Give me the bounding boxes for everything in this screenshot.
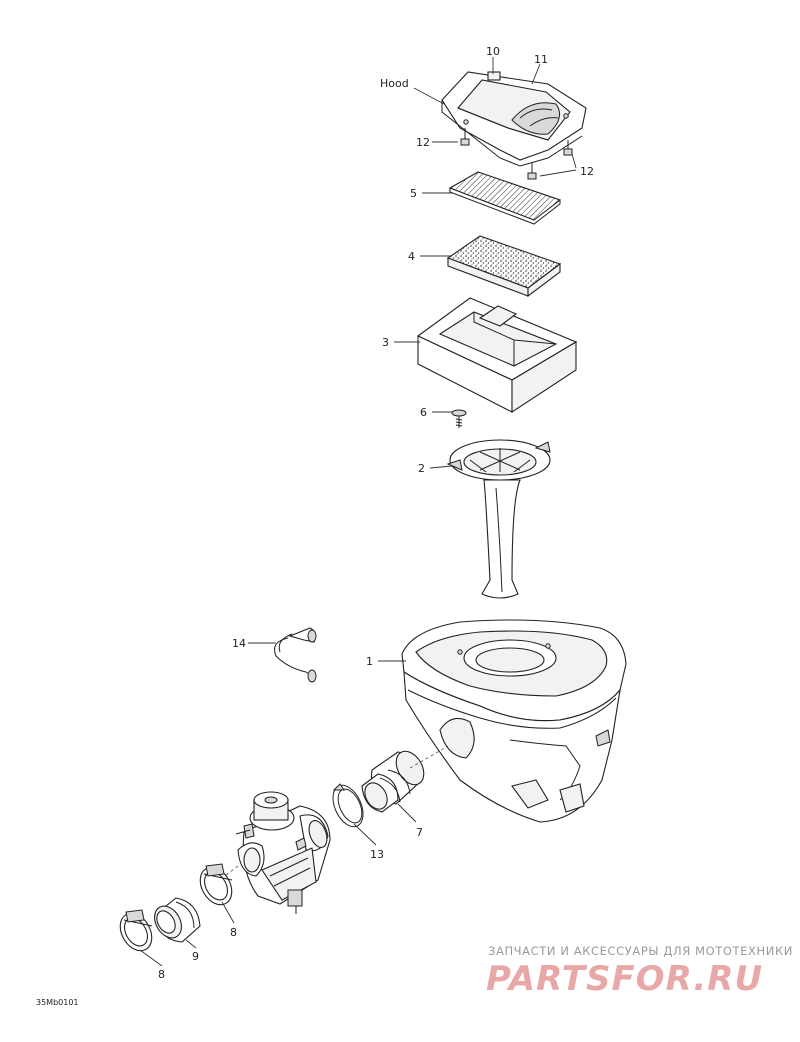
label-part-12-left: 12 <box>416 136 430 149</box>
intake-boot-7 <box>361 750 425 813</box>
label-part-13: 13 <box>370 848 384 861</box>
watermark-logo: ЗАПЧАСТИ И АКСЕССУАРЫ ДЛЯ МОТОТЕХНИКИ PA… <box>486 944 793 999</box>
hose-clamp-8-upper <box>199 863 233 906</box>
label-part-3: 3 <box>382 336 389 349</box>
filter-housing-box <box>416 297 578 414</box>
label-part-9: 9 <box>192 950 199 963</box>
label-part-10: 10 <box>486 45 500 58</box>
leader-lines <box>139 57 577 967</box>
screw-12-left <box>460 128 470 146</box>
hose-clamp-8-lower <box>119 909 153 952</box>
ring-clamp-13 <box>332 783 364 828</box>
label-part-1: 1 <box>366 655 373 668</box>
label-part-12-right: 12 <box>580 165 594 178</box>
label-part-11: 11 <box>534 53 548 66</box>
screw-12-right <box>527 140 573 180</box>
mesh-screen-filter <box>448 171 562 225</box>
part-labels: Hood 10 11 12 12 5 4 3 6 2 14 1 7 13 8 9… <box>158 45 594 981</box>
label-part-2: 2 <box>418 462 425 475</box>
watermark-tagline: ЗАПЧАСТИ И АКСЕССУАРЫ ДЛЯ МОТОТЕХНИКИ <box>488 944 793 958</box>
label-part-4: 4 <box>408 250 415 263</box>
carburetor-assembly <box>235 791 331 914</box>
diagram-code: 35Mb0101 <box>36 998 79 1007</box>
hood-latch <box>487 71 501 81</box>
label-part-6: 6 <box>420 406 427 419</box>
hood-cover-part <box>441 71 587 167</box>
label-part-14: 14 <box>232 637 246 650</box>
adapter-boot-9 <box>154 897 201 943</box>
airbox-main-body <box>401 619 627 823</box>
screw-6 <box>451 409 467 428</box>
label-part-7: 7 <box>416 826 423 839</box>
clamp-14 <box>274 627 317 683</box>
label-hood: Hood <box>380 77 409 90</box>
foam-air-filter <box>446 235 562 298</box>
intake-funnel-tube <box>446 439 551 599</box>
label-part-8-upper: 8 <box>230 926 237 939</box>
assembly-axis-line <box>409 745 449 769</box>
watermark-brand: PARTSFOR.RU <box>486 959 763 999</box>
label-part-5: 5 <box>410 187 417 200</box>
label-part-8-lower: 8 <box>158 968 165 981</box>
